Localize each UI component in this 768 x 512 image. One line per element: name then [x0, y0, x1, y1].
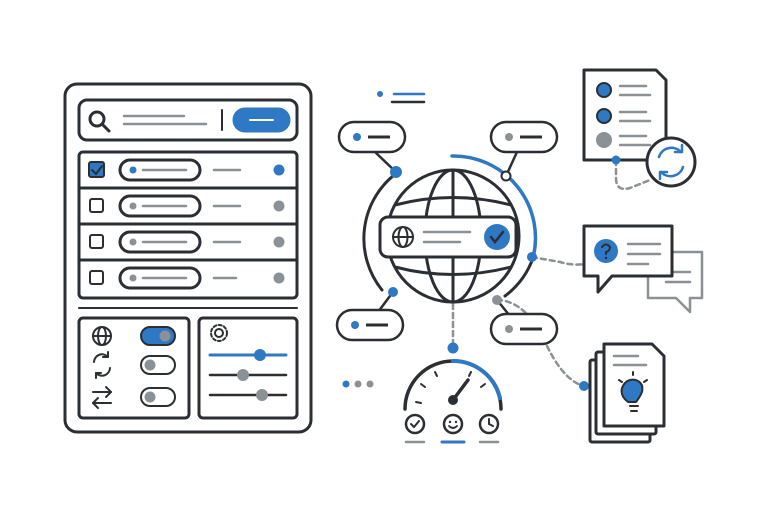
row-checkbox[interactable] — [89, 198, 104, 213]
checklist-card[interactable] — [582, 68, 697, 188]
toggle-on[interactable] — [140, 326, 176, 346]
dashboard-panel — [63, 82, 313, 434]
row-status-dot — [273, 272, 285, 284]
globe-icon — [92, 326, 112, 346]
ideas-documents-card[interactable] — [579, 342, 666, 444]
smiley-icon — [440, 413, 466, 444]
clock-icon — [478, 413, 500, 444]
check-icon — [404, 413, 426, 444]
swap-arrows-icon — [92, 386, 112, 409]
row-checkbox-checked[interactable] — [88, 161, 105, 178]
list-row[interactable] — [89, 230, 285, 254]
speed-gauge — [403, 342, 503, 444]
node-chip-bottom-right[interactable] — [489, 312, 559, 346]
list — [77, 150, 299, 300]
globe-status-pill[interactable] — [378, 215, 518, 259]
row-status-dot — [273, 164, 285, 176]
toggle-off[interactable] — [140, 355, 176, 375]
question-chat-icon — [594, 239, 618, 263]
row-checkbox[interactable] — [89, 270, 104, 285]
node-chip-bottom-left[interactable] — [335, 308, 405, 342]
row-status-dot — [273, 236, 285, 248]
row-status-dot — [273, 200, 285, 212]
check-circle-icon — [484, 224, 510, 250]
gear-icon — [210, 324, 228, 342]
sliders-panel — [197, 316, 299, 420]
list-row[interactable] — [88, 158, 285, 182]
globe-hub[interactable] — [362, 154, 538, 305]
checklist-document-icon — [582, 68, 668, 162]
toggles-panel — [77, 316, 191, 420]
search-icon — [88, 110, 111, 133]
node-chip-top-left[interactable] — [337, 120, 407, 154]
lightbulb-documents-icon — [602, 342, 666, 428]
search-bar[interactable] — [77, 98, 299, 142]
slider[interactable] — [208, 349, 288, 361]
sync-icon — [645, 136, 697, 188]
decorative-dashes — [342, 91, 426, 388]
chat-card[interactable] — [582, 224, 704, 314]
slider[interactable] — [208, 389, 288, 401]
refresh-icon — [93, 351, 111, 379]
slider[interactable] — [208, 369, 288, 381]
globe-icon — [392, 226, 414, 248]
row-checkbox[interactable] — [89, 234, 104, 249]
list-row[interactable] — [89, 266, 285, 290]
node-chip-top-right[interactable] — [489, 120, 559, 154]
gauge-level-arc — [451, 358, 502, 400]
list-row[interactable] — [89, 194, 285, 218]
toggle-off[interactable] — [140, 387, 176, 407]
